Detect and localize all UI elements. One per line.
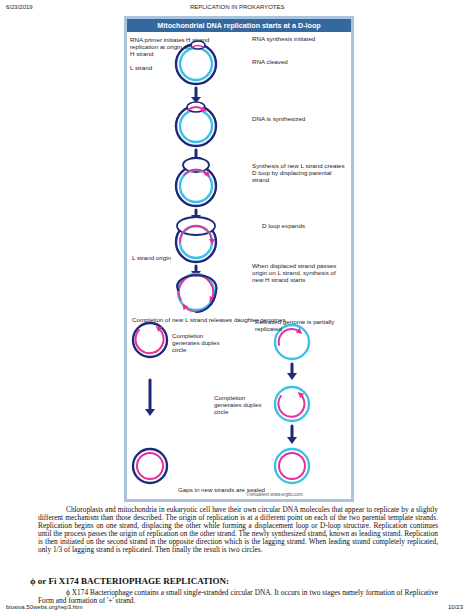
step-note: D loop expands xyxy=(262,222,347,229)
step-note: Completion generates duplex circle xyxy=(214,394,274,416)
body-paragraph: ϕ X174 Bacteriophage contains a small si… xyxy=(38,589,438,605)
step-note: RNA synthesis initiated xyxy=(252,35,347,42)
strand-name: H strand xyxy=(186,36,209,43)
strand-name: L strand xyxy=(130,64,170,71)
figure-title: Mitochondrial DNA replication starts at … xyxy=(127,19,351,32)
page-date: 6/23/2019 xyxy=(6,4,33,10)
copyright-note: ©virtualtext www.ergito.com xyxy=(246,492,303,497)
page-url: biosiva.50webs.org/rep3.htm xyxy=(6,604,83,610)
step-note: Completion generates duplex circle xyxy=(172,332,230,354)
step-note: RNA primer initiates replication at orig… xyxy=(130,36,192,58)
step-note: Synthesis of new L strand creates D loop… xyxy=(252,162,347,184)
step-note: Released genome is partially replicated xyxy=(255,318,350,332)
body-paragraph: Chloroplasts and mitochondria in eukaryo… xyxy=(38,506,438,553)
origin-label: L strand origin xyxy=(132,254,172,261)
page-header: REPLICATION IN PROKARYOTES xyxy=(190,4,284,10)
page-number: 10/23 xyxy=(448,604,463,610)
section-heading: ϕ or Fi X174 BACTERIOPHAGE REPLICATION: xyxy=(30,576,229,586)
step-note: DNA is synthesized xyxy=(252,115,347,122)
step-note: When displaced strand passes origin on L… xyxy=(252,262,347,284)
step-note: RNA cleaved xyxy=(252,58,347,65)
